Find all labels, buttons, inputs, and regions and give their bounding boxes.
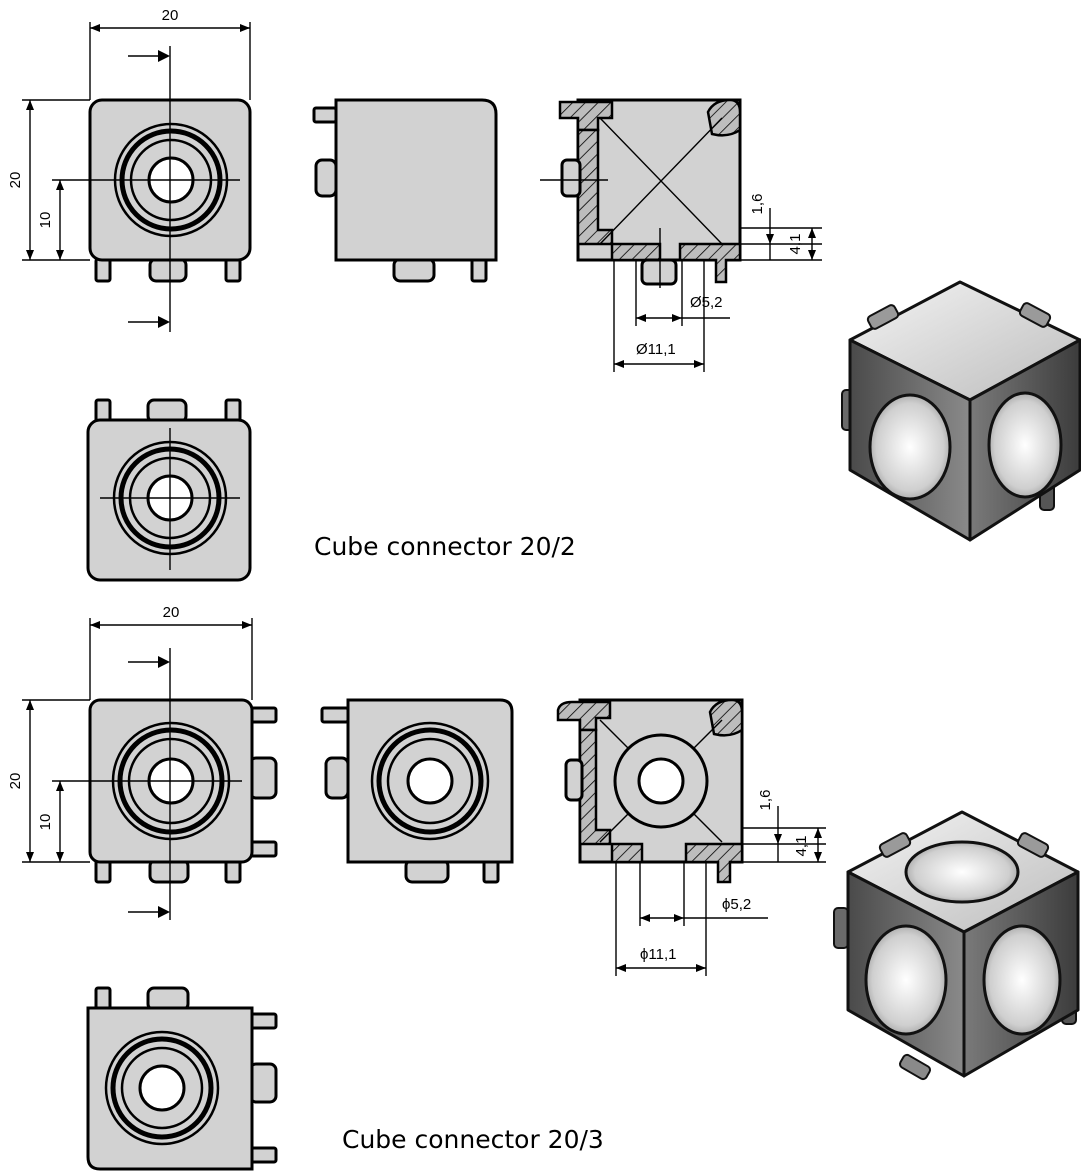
dim-d5-2-b: ϕ5,2 bbox=[722, 896, 751, 913]
dim-1-6-b: 1,6 bbox=[757, 790, 774, 811]
front-view-20-2: 20 20 10 bbox=[7, 7, 252, 332]
side-view-20-2 bbox=[312, 98, 498, 283]
dim-1-6-a: 1,6 bbox=[749, 194, 766, 215]
caption-connector-20-3: Cube connector 20/3 bbox=[342, 1125, 604, 1154]
render-cube-20-2 bbox=[841, 280, 1081, 542]
dim-d5-2-a: Ø5,2 bbox=[690, 294, 723, 311]
side-view-20-3 bbox=[320, 698, 514, 884]
dim-20-left-b: 20 bbox=[7, 773, 24, 790]
section-view-20-2: 1,6 4,1 Ø5,2 Ø11,1 bbox=[540, 98, 822, 372]
dim-d11-1-b: ϕ11,1 bbox=[640, 946, 676, 963]
dim-20-top-b: 20 bbox=[163, 604, 180, 621]
dim-4-1-a: 4,1 bbox=[787, 234, 804, 255]
dim-20-top: 20 bbox=[162, 7, 179, 24]
front-view-20-3: 20 20 10 bbox=[7, 604, 278, 920]
dim-20-left: 20 bbox=[7, 172, 24, 189]
dim-4-1-b: 4,1 bbox=[793, 836, 810, 857]
section-view-20-3: 1,6 4,1 ϕ5,2 ϕ11,1 bbox=[556, 698, 826, 976]
dim-10-b: 10 bbox=[37, 814, 54, 831]
dim-10: 10 bbox=[37, 212, 54, 229]
caption-connector-20-2: Cube connector 20/2 bbox=[314, 532, 576, 561]
bottom-view-20-2 bbox=[86, 398, 252, 582]
bottom-view-20-3 bbox=[86, 986, 278, 1171]
connector-20-3-group: 20 20 10 bbox=[7, 604, 1080, 1171]
render-cube-20-3 bbox=[833, 810, 1080, 1081]
connector-20-2-group: 20 20 10 bbox=[7, 7, 1081, 582]
dim-d11-1-a: Ø11,1 bbox=[636, 341, 676, 358]
